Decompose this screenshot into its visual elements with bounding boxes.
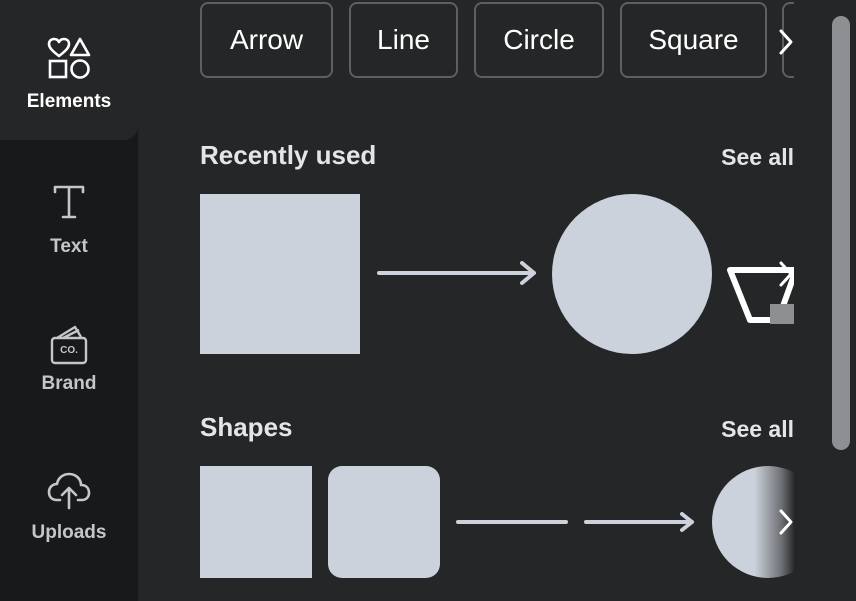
sidebar-item-label: Brand — [41, 373, 97, 394]
shape-arrow[interactable] — [584, 507, 698, 537]
text-icon — [52, 184, 86, 226]
section-title-shapes: Shapes — [200, 412, 293, 442]
sidebar-item-text[interactable]: Text — [0, 144, 138, 284]
sidebar-item-label: Uploads — [31, 522, 107, 543]
sidebar-item-brand[interactable]: CO. Brand — [0, 288, 138, 428]
recent-square-shape[interactable] — [200, 194, 360, 354]
chevron-right-icon[interactable] — [774, 254, 798, 294]
chevron-right-icon[interactable] — [774, 502, 798, 542]
elements-icon — [46, 37, 92, 85]
chevron-right-icon[interactable] — [774, 22, 798, 62]
sidebar-item-label: Elements — [26, 91, 112, 112]
scrollbar-thumb[interactable] — [832, 16, 850, 450]
recent-circle-shape[interactable] — [552, 194, 712, 354]
sidebar: Elements Text CO. Brand Uploads — [0, 0, 138, 601]
see-all-link-recently-used[interactable]: See all — [721, 144, 794, 170]
shape-circle-partial[interactable] — [712, 466, 794, 578]
see-all-link-shapes[interactable]: See all — [721, 416, 794, 442]
shape-line[interactable] — [456, 512, 568, 532]
chip-arrow[interactable]: Arrow — [200, 2, 333, 78]
recent-arrow-shape[interactable] — [376, 258, 540, 288]
chip-line[interactable]: Line — [349, 2, 458, 78]
brand-icon-text: CO. — [60, 345, 78, 356]
chip-square[interactable]: Square — [620, 2, 767, 78]
shape-square[interactable] — [200, 466, 312, 578]
upload-cloud-icon — [46, 470, 92, 516]
shape-rounded-square[interactable] — [328, 466, 440, 578]
chip-circle[interactable]: Circle — [474, 2, 604, 78]
sidebar-item-uploads[interactable]: Uploads — [0, 432, 138, 572]
section-title-recently-used: Recently used — [200, 140, 377, 170]
sidebar-item-elements[interactable]: Elements — [0, 0, 138, 140]
brand-icon: CO. — [49, 324, 89, 366]
sidebar-item-label: Text — [50, 236, 88, 257]
recent-partial-shape[interactable] — [726, 264, 794, 326]
